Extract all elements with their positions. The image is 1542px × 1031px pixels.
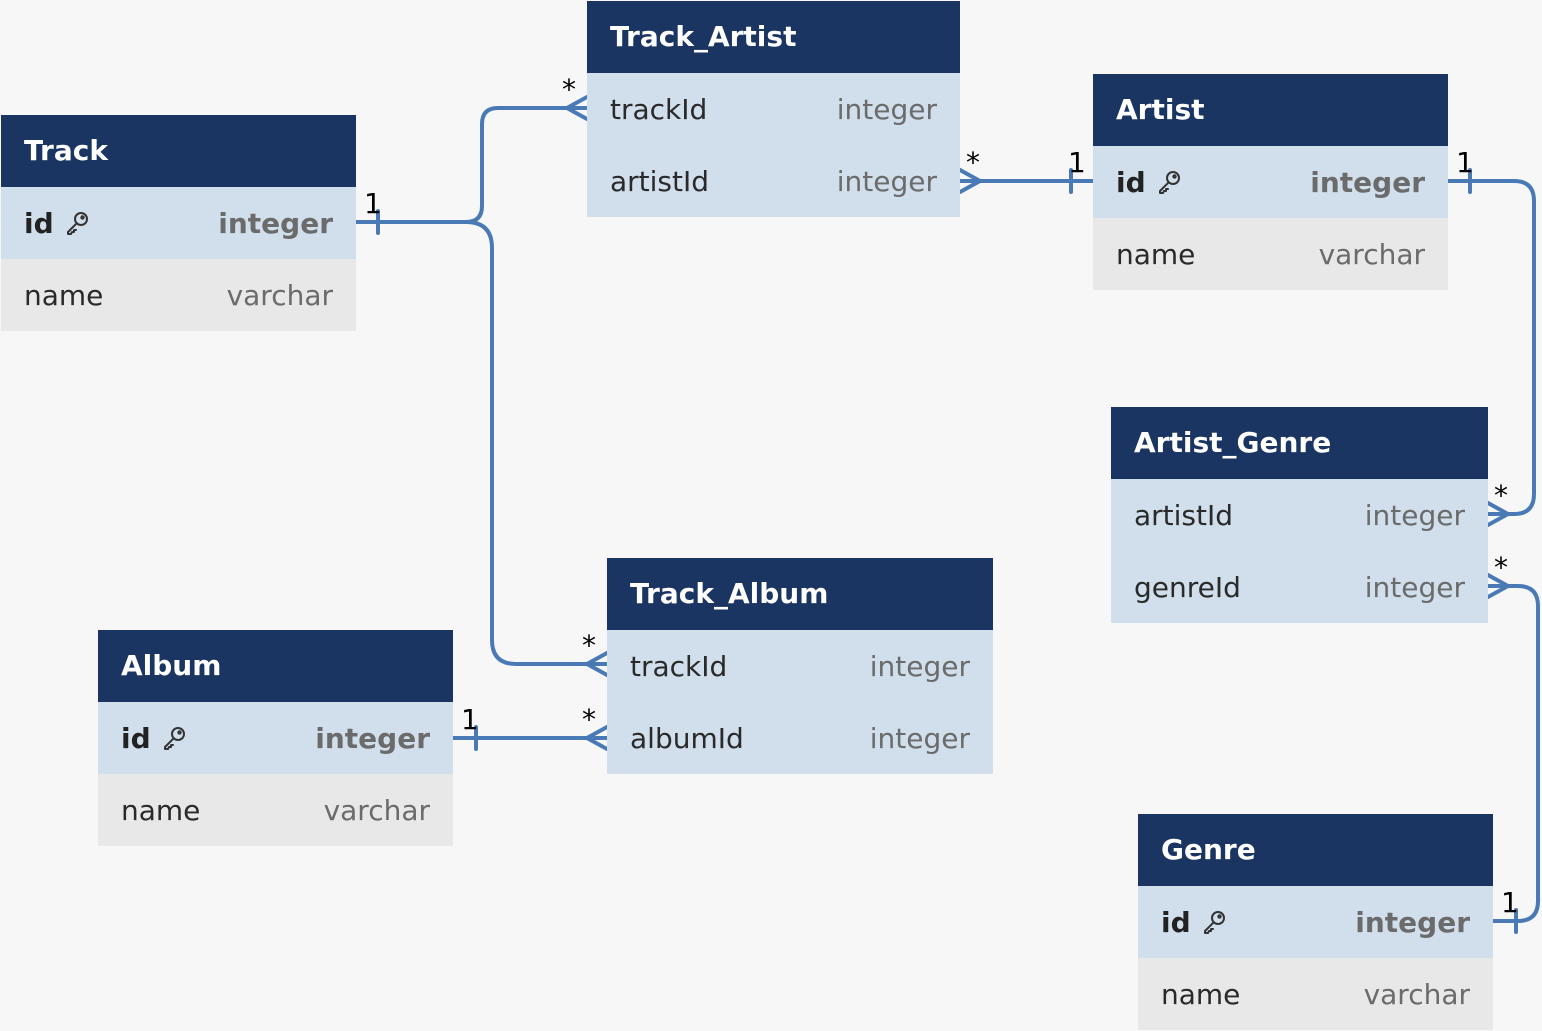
key-icon <box>66 212 88 235</box>
cardinality-many-track-artist-artistid: * <box>966 146 980 179</box>
column-name: genreId <box>1134 570 1241 604</box>
column-row-genreid[interactable]: genreId integer <box>1111 551 1488 623</box>
key-icon <box>1158 171 1180 194</box>
column-type: integer <box>869 721 970 755</box>
crowfoot-artist-genre-artistid <box>1486 501 1510 527</box>
table-title: Track <box>1 115 356 187</box>
link-genre-artist-genre <box>1486 584 1540 923</box>
table-title: Artist_Genre <box>1111 407 1488 479</box>
table-artist[interactable]: Artist id integer name varchar <box>1093 74 1448 290</box>
table-title: Genre <box>1138 814 1493 886</box>
column-name: name <box>121 793 201 827</box>
column-type: varchar <box>1318 237 1425 271</box>
table-title: Track_Artist <box>587 1 960 73</box>
cardinality-one-artist-id-right: 1 <box>1456 146 1474 179</box>
crowfoot-track-artist-trackid <box>565 95 589 121</box>
link-artist-artist-genre <box>1446 179 1536 516</box>
key-icon <box>163 727 185 750</box>
column-name: name <box>1161 977 1241 1011</box>
column-type: varchar <box>1363 977 1470 1011</box>
column-name: trackId <box>630 649 728 683</box>
column-type: integer <box>836 92 937 126</box>
column-name: name <box>24 278 104 312</box>
column-name: trackId <box>610 92 708 126</box>
table-track-artist[interactable]: Track_Artist trackId integer artistId in… <box>587 1 960 217</box>
column-type: integer <box>1364 570 1465 604</box>
column-name: artistId <box>1134 498 1234 532</box>
table-artist-genre[interactable]: Artist_Genre artistId integer genreId in… <box>1111 407 1488 623</box>
column-type: integer <box>869 649 970 683</box>
column-name: name <box>1116 237 1196 271</box>
cardinality-one-track-id: 1 <box>364 187 382 220</box>
cardinality-one-artist-id-left: 1 <box>1068 146 1086 179</box>
column-row-trackid[interactable]: trackId integer <box>587 73 960 145</box>
column-row-id[interactable]: id integer <box>1 187 356 259</box>
table-album[interactable]: Album id integer name varchar <box>98 630 453 846</box>
cardinality-many-artist-genre-artistid: * <box>1494 479 1508 512</box>
column-row-artistid[interactable]: artistId integer <box>1111 479 1488 551</box>
column-row-name[interactable]: name varchar <box>1093 218 1448 290</box>
column-row-name[interactable]: name varchar <box>1 259 356 331</box>
column-type: integer <box>1364 498 1465 532</box>
key-icon <box>1203 911 1225 934</box>
column-row-id[interactable]: id integer <box>98 702 453 774</box>
crowfoot-artist-genre-genreid <box>1486 573 1510 599</box>
column-name: artistId <box>610 164 710 198</box>
table-title: Track_Album <box>607 558 993 630</box>
crowfoot-track-album-trackid <box>585 651 609 677</box>
cardinality-many-track-album-trackid: * <box>582 629 596 662</box>
column-row-trackid[interactable]: trackId integer <box>607 630 993 702</box>
column-name-text: id <box>24 206 54 240</box>
column-row-albumid[interactable]: albumId integer <box>607 702 993 774</box>
column-type: integer <box>1355 905 1470 939</box>
table-track[interactable]: Track id integer name varchar <box>1 115 356 331</box>
column-name-text: id <box>121 721 151 755</box>
link-track-track-album <box>464 220 609 666</box>
cardinality-many-track-album-albumid: * <box>582 703 596 736</box>
column-name: id <box>121 722 187 755</box>
table-title: Album <box>98 630 453 702</box>
column-row-name[interactable]: name varchar <box>1138 958 1493 1030</box>
column-type: integer <box>1310 165 1425 199</box>
cardinality-one-album-id: 1 <box>461 703 479 736</box>
column-name: id <box>24 207 90 240</box>
column-row-id[interactable]: id integer <box>1138 886 1493 958</box>
column-row-artistid[interactable]: artistId integer <box>587 145 960 217</box>
table-genre[interactable]: Genre id integer name varchar <box>1138 814 1493 1030</box>
cardinality-many-track-artist-trackid: * <box>562 73 576 106</box>
column-name-text: id <box>1116 165 1146 199</box>
crowfoot-track-artist-artistid <box>958 168 982 194</box>
column-row-name[interactable]: name varchar <box>98 774 453 846</box>
table-track-album[interactable]: Track_Album trackId integer albumId inte… <box>607 558 993 774</box>
crowfoot-track-album-albumid <box>585 725 609 751</box>
column-name: albumId <box>630 721 744 755</box>
column-name: id <box>1161 906 1227 939</box>
link-track-track-artist <box>354 106 589 224</box>
cardinality-one-genre-id: 1 <box>1501 886 1519 919</box>
column-type: varchar <box>323 793 430 827</box>
column-type: integer <box>836 164 937 198</box>
column-name-text: id <box>1161 905 1191 939</box>
cardinality-many-artist-genre-genreid: * <box>1494 551 1508 584</box>
column-row-id[interactable]: id integer <box>1093 146 1448 218</box>
table-title: Artist <box>1093 74 1448 146</box>
column-name: id <box>1116 166 1182 199</box>
column-type: integer <box>315 721 430 755</box>
column-type: integer <box>218 206 333 240</box>
column-type: varchar <box>226 278 333 312</box>
